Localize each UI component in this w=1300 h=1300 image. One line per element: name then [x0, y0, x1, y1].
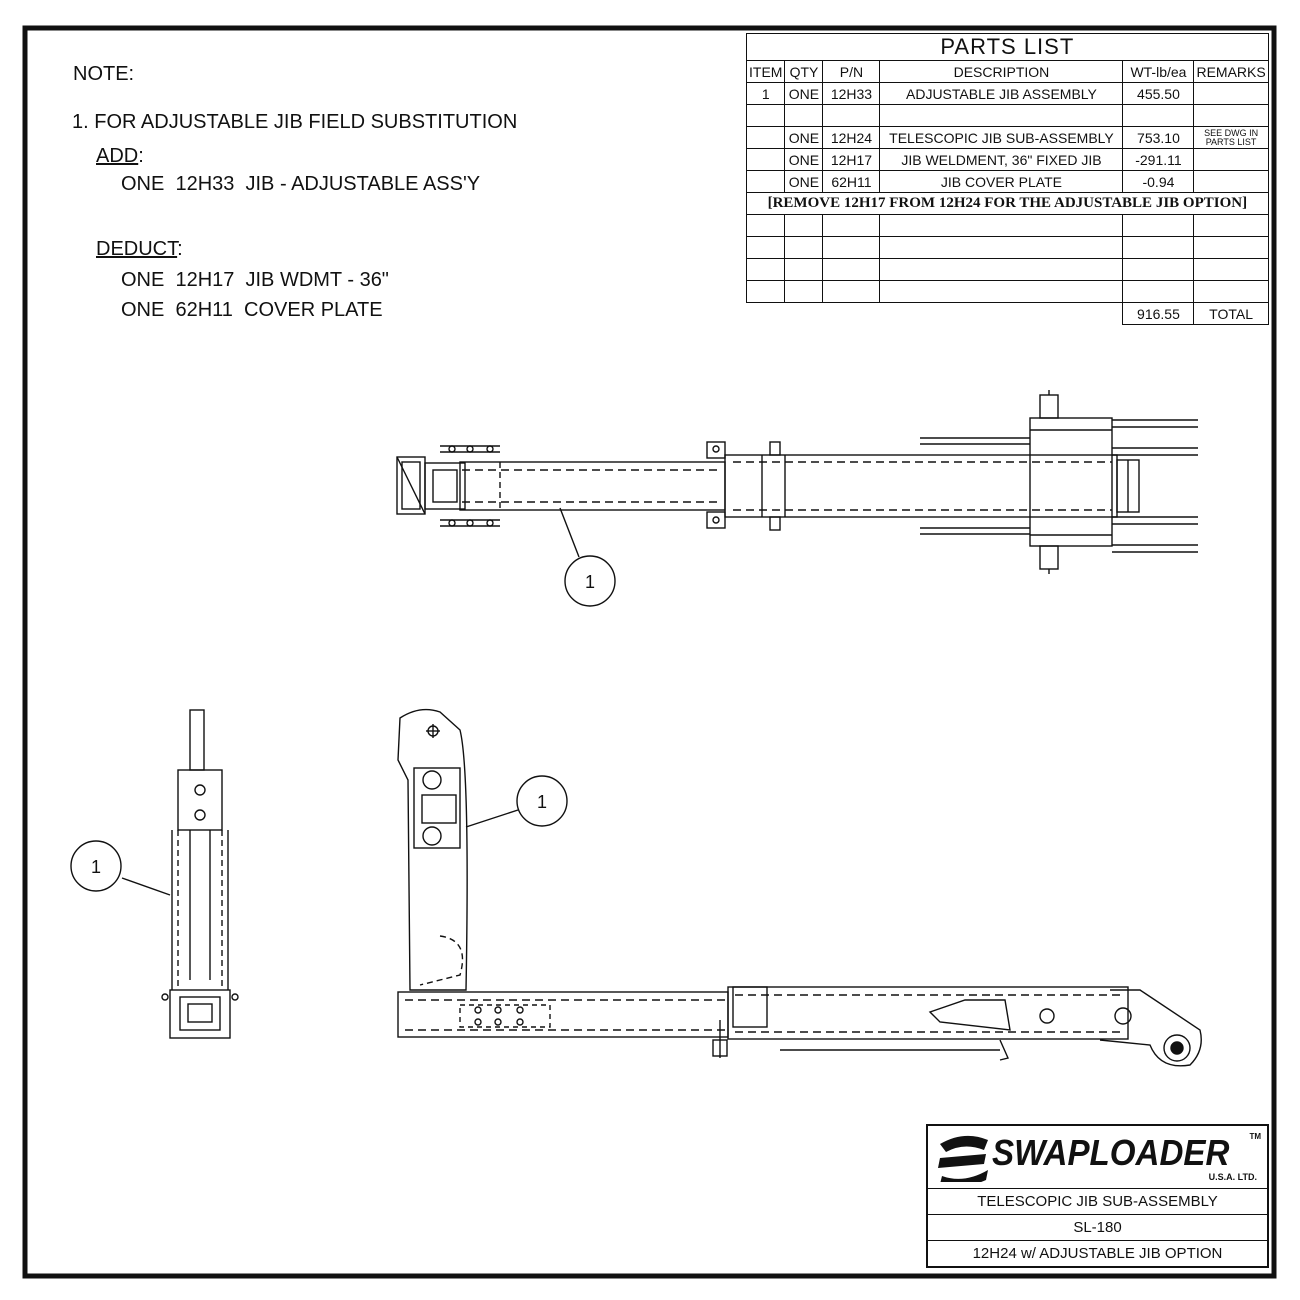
cell: JIB WELDMENT, 36" FIXED JIB [879, 148, 1124, 171]
col-header: P/N [822, 60, 881, 83]
cell [1193, 82, 1269, 105]
balloon-side: 1 [516, 775, 568, 827]
side-view [397, 708, 1202, 1067]
cell [1122, 104, 1195, 127]
col-header: DESCRIPTION [879, 60, 1124, 83]
note-add-label: ADD [96, 145, 139, 167]
note-item-1: 1. FOR ADJUSTABLE JIB FIELD SUBSTITUTION [72, 111, 518, 133]
logo-brand: SWAPLOADER [992, 1132, 1230, 1173]
drawing-number: 12H24 w/ ADJUSTABLE JIB OPTION [972, 1245, 1223, 1262]
cell: ONE [784, 148, 824, 171]
note-deduct-line-1: ONE 12H17 JIB WDMT - 36" [121, 269, 389, 291]
empty-row [745, 258, 1269, 281]
end-view [121, 709, 239, 1039]
model-number: SL-180 [928, 1215, 1267, 1241]
note-deduct-label: DEDUCT [96, 238, 178, 260]
empty-row [745, 280, 1269, 303]
cell: -0.94 [1122, 170, 1195, 193]
cell [1193, 170, 1269, 193]
parts-list-title: PARTS LIST [746, 33, 1269, 61]
note-deduct-colon: : [177, 238, 183, 260]
cell: TELESCOPIC JIB SUB-ASSEMBLY [879, 126, 1124, 149]
remove-note: [REMOVE 12H17 FROM 12H24 FOR THE ADJUSTA… [746, 192, 1269, 215]
cell: ONE [784, 170, 824, 193]
total-value: 916.55 [1122, 302, 1195, 325]
cell [784, 104, 824, 127]
col-header: WT-lb/ea [1122, 60, 1195, 83]
cell: 12H17 [822, 148, 881, 171]
note-add-heading: ADD: [96, 145, 144, 168]
table-row [745, 104, 1269, 127]
note-deduct-line-2: ONE 62H11 COVER PLATE [121, 299, 383, 321]
parts-list-table: PARTS LIST ITEM QTY P/N DESCRIPTION WT-l… [745, 33, 1269, 325]
table-row: ONE 12H17 JIB WELDMENT, 36" FIXED JIB -2… [745, 148, 1269, 171]
swaploader-logo-icon [938, 1135, 988, 1182]
cell: 1 [745, 82, 786, 105]
note-deduct-heading: DEDUCT: [96, 238, 183, 261]
title-block: SWAPLOADER TM U.S.A. LTD. TELESCOPIC JIB… [926, 1124, 1269, 1268]
svg-text:1: 1 [537, 792, 547, 812]
logo-tm: TM [1249, 1132, 1261, 1141]
drawing-title: TELESCOPIC JIB SUB-ASSEMBLY [928, 1189, 1267, 1215]
col-header: REMARKS [1193, 60, 1269, 83]
cell: 455.50 [1122, 82, 1195, 105]
table-row: ONE 12H24 TELESCOPIC JIB SUB-ASSEMBLY 75… [745, 126, 1269, 149]
cell [745, 148, 786, 171]
col-header: ITEM [745, 60, 786, 83]
note-add-line: ONE 12H33 JIB - ADJUSTABLE ASS'Y [121, 173, 481, 195]
note-title: NOTE: [73, 63, 135, 85]
balloon-end: 1 [70, 840, 122, 892]
table-row: 1 ONE 12H33 ADJUSTABLE JIB ASSEMBLY 455.… [745, 82, 1269, 105]
cell: ADJUSTABLE JIB ASSEMBLY [879, 82, 1124, 105]
cell: 753.10 [1122, 126, 1195, 149]
cell: 12H24 [822, 126, 881, 149]
cell: ONE [784, 82, 824, 105]
cell [745, 104, 786, 127]
cell: 12H33 [822, 82, 881, 105]
svg-text:1: 1 [585, 572, 595, 592]
cell [1193, 104, 1269, 127]
empty-row [745, 236, 1269, 259]
cell: SEE DWG IN PARTS LIST [1193, 126, 1269, 149]
cell: ONE [784, 126, 824, 149]
top-view [396, 390, 1198, 574]
cell: JIB COVER PLATE [879, 170, 1124, 193]
svg-text:1: 1 [91, 857, 101, 877]
note-add-colon: : [138, 145, 144, 167]
logo-sub: U.S.A. LTD. [1208, 1172, 1257, 1182]
balloon-top: 1 [564, 555, 616, 607]
cell: 62H11 [822, 170, 881, 193]
cell [822, 104, 881, 127]
total-label: TOTAL [1193, 302, 1269, 325]
total-row: 916.55 TOTAL [747, 302, 1269, 325]
cell [745, 170, 786, 193]
table-row: ONE 62H11 JIB COVER PLATE -0.94 [745, 170, 1269, 193]
parts-list-header-row: ITEM QTY P/N DESCRIPTION WT-lb/ea REMARK… [745, 60, 1269, 83]
cell [879, 104, 1124, 127]
cell: -291.11 [1122, 148, 1195, 171]
empty-row [745, 214, 1269, 237]
col-header: QTY [784, 60, 824, 83]
cell [745, 126, 786, 149]
cell [1193, 148, 1269, 171]
swaploader-logo: SWAPLOADER TM U.S.A. LTD. [928, 1126, 1267, 1189]
